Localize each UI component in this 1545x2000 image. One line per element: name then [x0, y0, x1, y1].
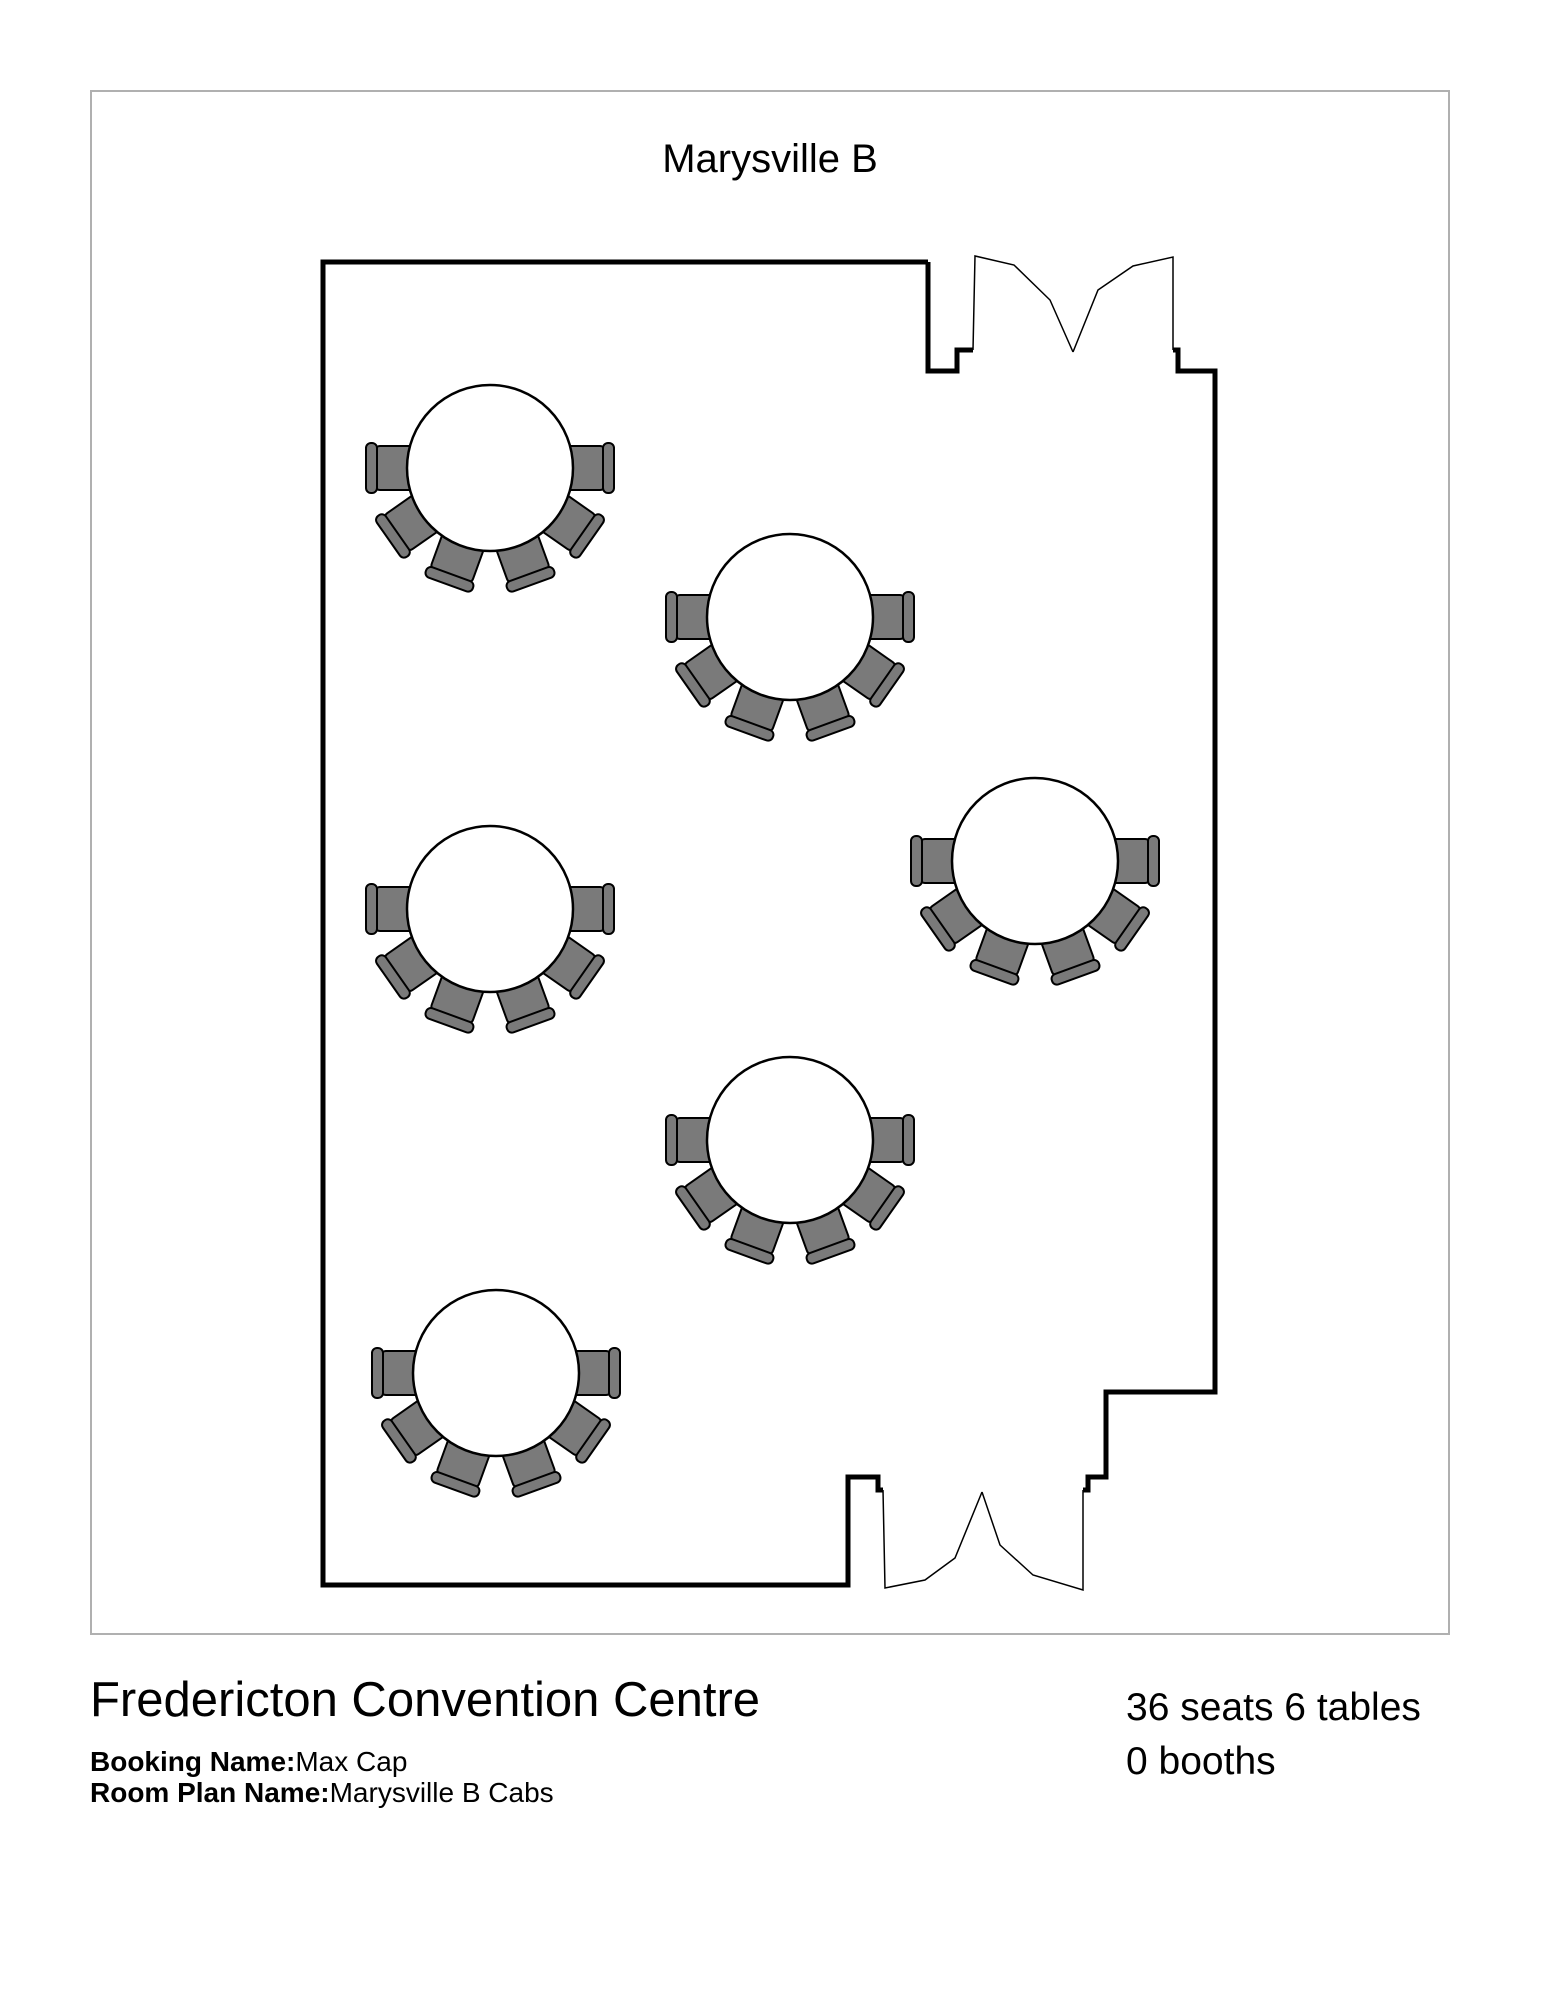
chair-icon — [1109, 835, 1160, 887]
chair-icon — [665, 591, 716, 643]
chair-icon — [564, 883, 615, 935]
room-name: Marysville B — [662, 137, 878, 181]
chair-icon — [365, 442, 416, 494]
chair-icon — [371, 1347, 422, 1399]
room-wall — [320, 259, 928, 1588]
seat-table-stats: 36 seats 6 tables — [1126, 1688, 1421, 1727]
chair-icon — [910, 835, 961, 887]
seat-count: 36 — [1126, 1686, 1170, 1729]
round-table-icon — [950, 776, 1120, 946]
tables-word: tables — [1316, 1686, 1421, 1729]
chair-icon — [570, 1347, 621, 1399]
chair-icon — [564, 442, 615, 494]
booth-count: 0 — [1126, 1740, 1148, 1783]
round-table-group — [365, 824, 615, 1034]
round-table-icon — [405, 383, 575, 553]
round-table-icon — [705, 1055, 875, 1225]
room-wall — [925, 262, 973, 374]
booths-word: booths — [1158, 1740, 1276, 1783]
booking-info: Booking Name:Max Cap — [90, 1748, 407, 1776]
round-table-group — [665, 532, 915, 742]
floor-plan-frame — [90, 90, 1450, 1635]
booth-stats: 0 booths — [1126, 1742, 1276, 1781]
seats-word: seats — [1180, 1686, 1274, 1729]
room-plan-info: Room Plan Name:Marysville B Cabs — [90, 1779, 554, 1807]
round-table-group — [365, 383, 615, 593]
table-count: 6 — [1284, 1686, 1306, 1729]
room-plan-value: Marysville B Cabs — [329, 1777, 554, 1808]
booking-label: Booking Name: — [90, 1746, 296, 1777]
round-table-icon — [405, 824, 575, 994]
room-plan-label: Room Plan Name: — [90, 1777, 330, 1808]
round-table-icon — [705, 532, 875, 702]
round-table-icon — [411, 1288, 581, 1458]
door-bottom — [882, 1489, 1084, 1592]
round-table-group — [371, 1288, 621, 1498]
venue-name: Fredericton Convention Centre — [90, 1673, 761, 1727]
room-wall — [1083, 347, 1218, 1493]
round-table-group — [910, 776, 1160, 986]
round-table-group — [665, 1055, 915, 1265]
door-top — [972, 255, 1174, 353]
booking-value: Max Cap — [295, 1746, 408, 1777]
